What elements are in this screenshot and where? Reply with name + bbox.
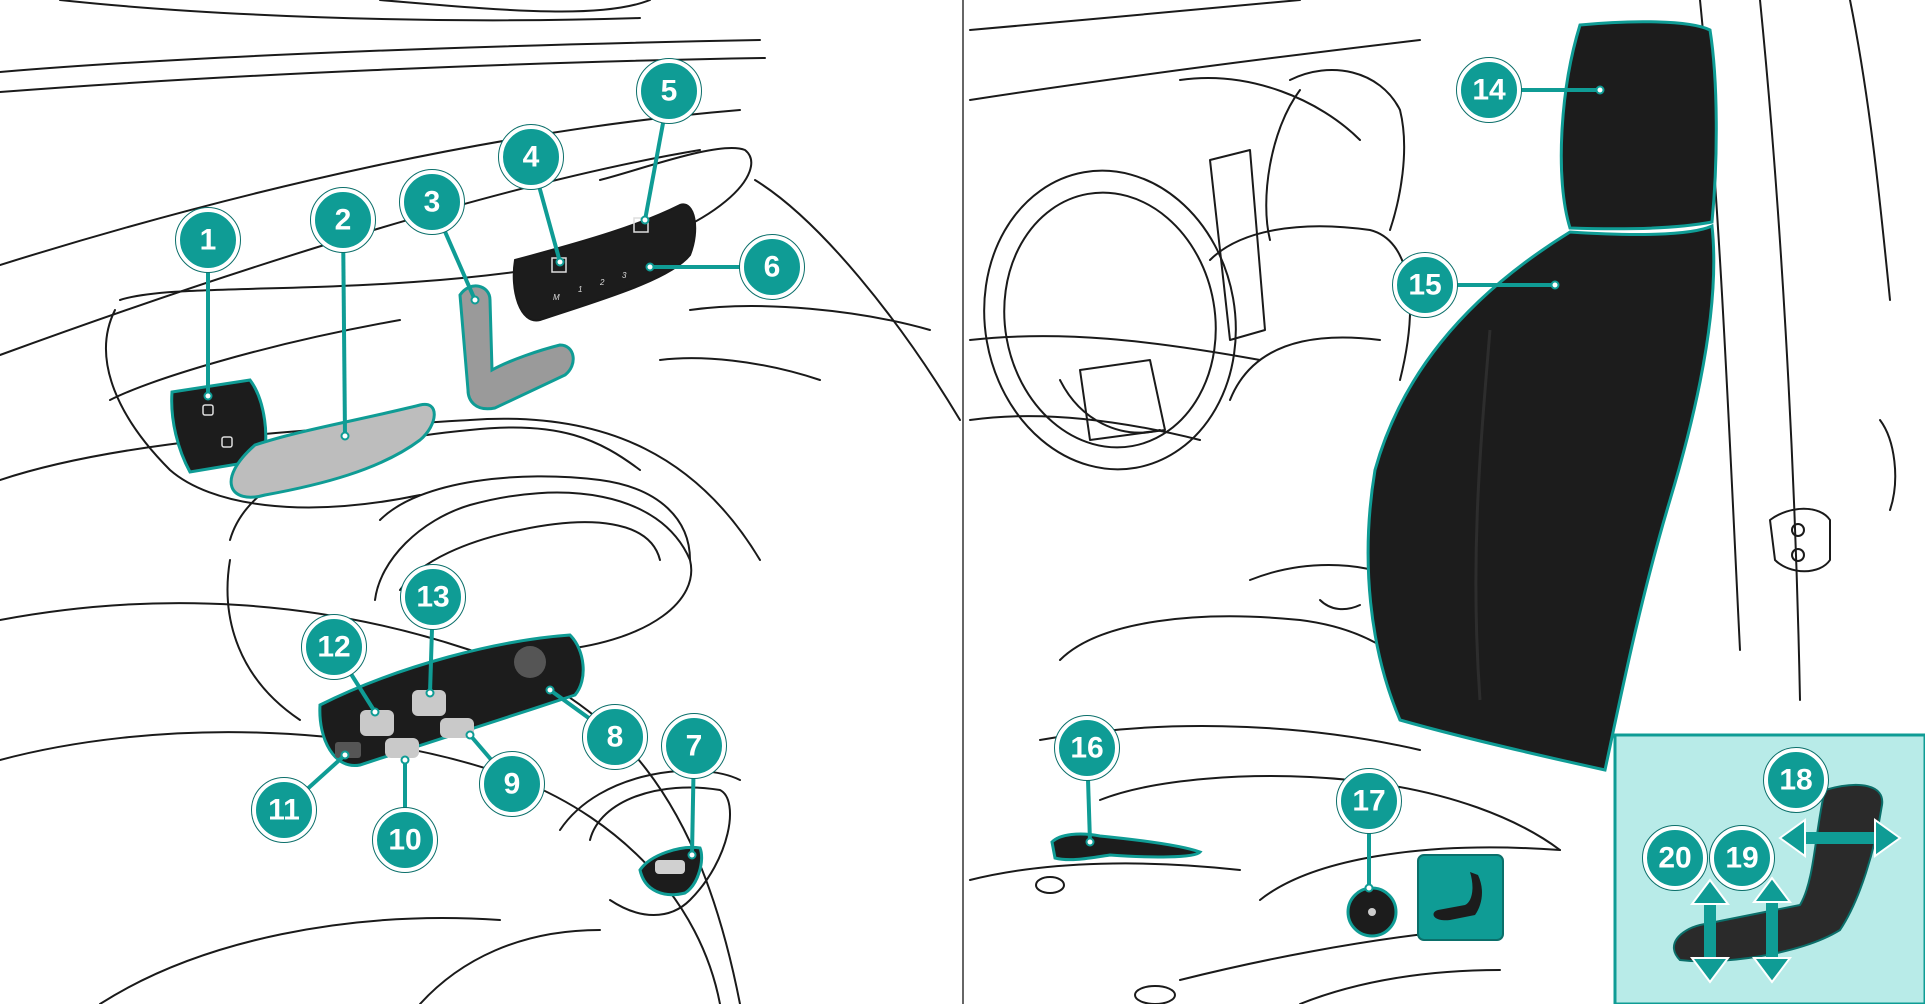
callout-number: 15 (1408, 269, 1441, 302)
callout-anchor-dot (472, 297, 479, 304)
callout-number: 3 (424, 186, 441, 219)
callout-anchor-dot (205, 393, 212, 400)
callout-7: 7 (662, 714, 726, 859)
callout-number: 4 (523, 141, 540, 174)
callout-number: 14 (1472, 74, 1506, 107)
callout-anchor-dot (427, 690, 434, 697)
callout-5: 5 (637, 59, 701, 224)
head-restraint (1561, 22, 1716, 229)
callout-number: 2 (335, 204, 352, 237)
callout-number: 13 (416, 581, 449, 614)
callout-2: 2 (311, 188, 375, 440)
callout-anchor-dot (342, 752, 349, 759)
callout-number: 5 (661, 75, 678, 108)
memory-buttons[interactable] (548, 275, 648, 297)
callout-number: 11 (268, 794, 300, 827)
callout-8: 8 (547, 687, 648, 770)
callout-number: 9 (504, 768, 521, 801)
callout-anchor-dot (372, 709, 379, 716)
callout-20: 20 (1643, 826, 1707, 890)
callout-11: 11 (252, 752, 349, 843)
callout-anchor-dot (642, 217, 649, 224)
lumbar-support-icon (1418, 855, 1503, 940)
callout-anchor-dot (557, 259, 564, 266)
callout-4: 4 (499, 125, 564, 266)
callout-number: 7 (686, 730, 703, 763)
front-window-switch[interactable] (385, 738, 419, 758)
callout-number: 6 (764, 251, 781, 284)
callout-number: 1 (200, 224, 217, 257)
callout-3: 3 (400, 170, 479, 304)
callout-9: 9 (467, 732, 545, 817)
callout-number: 19 (1725, 842, 1758, 875)
callout-17: 17 (1337, 769, 1401, 892)
callout-anchor-dot (1087, 839, 1094, 846)
callout-anchor-dot (402, 757, 409, 764)
callout-anchor-dot (1552, 282, 1559, 289)
callout-anchor-dot (647, 264, 654, 271)
callout-number: 16 (1070, 732, 1103, 765)
callout-16: 16 (1055, 716, 1119, 846)
callout-anchor-dot (1597, 87, 1604, 94)
callout-anchor-dot (467, 732, 474, 739)
seat-release-lever[interactable] (1052, 834, 1200, 860)
exterior-mirror-controls[interactable] (514, 646, 546, 678)
callout-18: 18 (1764, 748, 1828, 812)
callout-anchor-dot (547, 687, 554, 694)
callout-number: 20 (1658, 842, 1691, 875)
callout-19: 19 (1710, 826, 1774, 890)
callout-number: 17 (1352, 785, 1385, 818)
callout-anchor-dot (689, 852, 696, 859)
callout-number: 8 (607, 721, 624, 754)
callout-number: 12 (317, 631, 350, 664)
door-panel-linework (0, 0, 960, 1004)
lumbar-support-switch[interactable] (1348, 888, 1396, 936)
callout-number: 18 (1779, 764, 1812, 797)
callout-10: 10 (373, 757, 437, 873)
callout-anchor-dot (1366, 885, 1373, 892)
memory-seat-panel: M 1 2 3 (514, 204, 695, 320)
callout-anchor-dot (342, 433, 349, 440)
callout-number: 10 (388, 824, 421, 857)
